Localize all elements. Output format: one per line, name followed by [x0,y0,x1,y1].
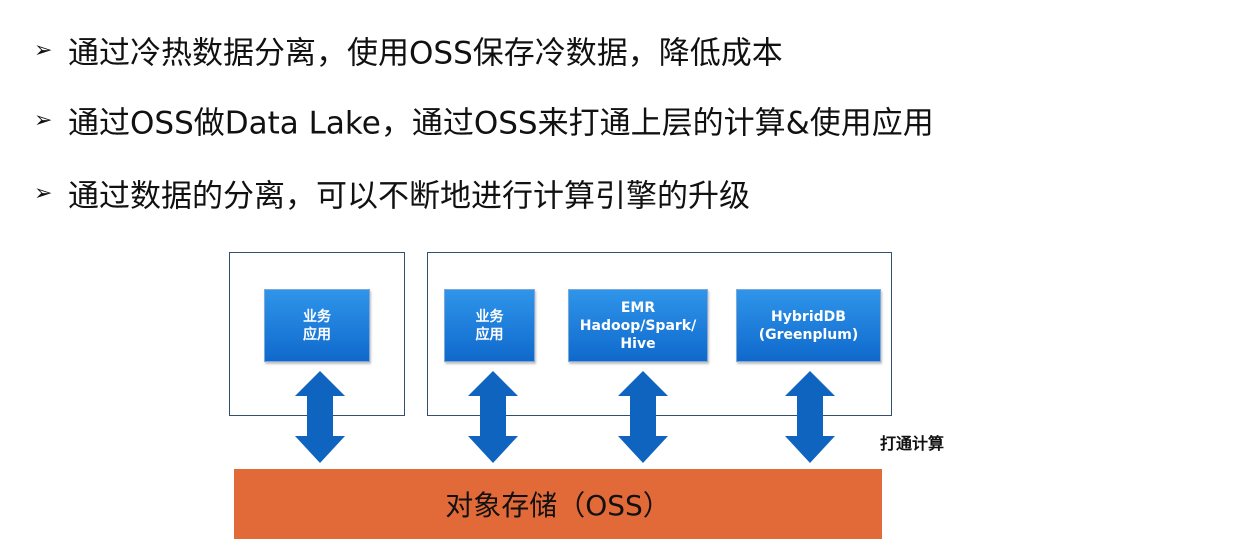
bullet-arrow-icon: ➢ [34,180,53,206]
double-arrow-icon [785,371,835,463]
double-arrow-icon [618,371,668,463]
compute-connect-label: 打通计算 [880,434,945,453]
bullet-arrow-icon: ➢ [34,37,53,63]
bullet-item: ➢ 通过OSS做Data Lake，通过OSS来打通上层的计算&使用应用 [34,102,934,144]
bullet-arrow-icon: ➢ [34,107,53,133]
storage-label: 对象存储（OSS） [445,489,671,522]
bullet-item: ➢ 通过冷热数据分离，使用OSS保存冷数据，降低成本 [34,32,783,74]
business-app-node: 业务 应用 [264,289,370,362]
double-arrow-icon [468,371,518,463]
business-app-node: 业务 应用 [444,289,535,362]
bullet-text: 通过OSS做Data Lake，通过OSS来打通上层的计算&使用应用 [68,105,934,142]
bullet-text: 通过冷热数据分离，使用OSS保存冷数据，降低成本 [68,35,783,72]
bullet-item: ➢ 通过数据的分离，可以不断地进行计算引擎的升级 [34,175,750,217]
object-storage-oss-box: 对象存储（OSS） [234,469,882,539]
arrow-group [295,371,835,463]
hybriddb-greenplum-node: HybridDB (Greenplum) [736,289,881,362]
bullet-text: 通过数据的分离，可以不断地进行计算引擎的升级 [68,178,750,215]
double-arrow-icon [295,371,345,463]
emr-hadoop-spark-hive-node: EMR Hadoop/Spark/ Hive [568,289,708,362]
